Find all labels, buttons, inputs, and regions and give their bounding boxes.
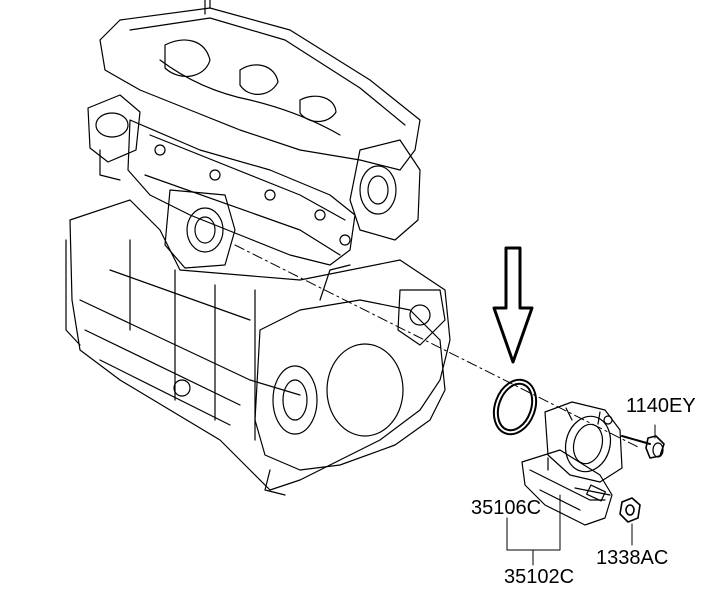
arrow-down-icon: [492, 246, 534, 364]
part-label-nut: 1338AC: [596, 547, 669, 569]
gasket-o-ring: [492, 378, 538, 436]
nut: [619, 497, 641, 523]
bolt: [621, 435, 665, 459]
engine-block: [65, 0, 451, 496]
part-label-gasket: 35106C: [471, 497, 542, 519]
alignment-dashed-line: [234, 244, 641, 449]
part-label-throttle-body: 35102C: [504, 566, 575, 588]
leader-lines: [506, 424, 656, 566]
part-label-bolt: 1140EY: [626, 395, 696, 417]
throttle-body-assembly: [521, 401, 623, 526]
